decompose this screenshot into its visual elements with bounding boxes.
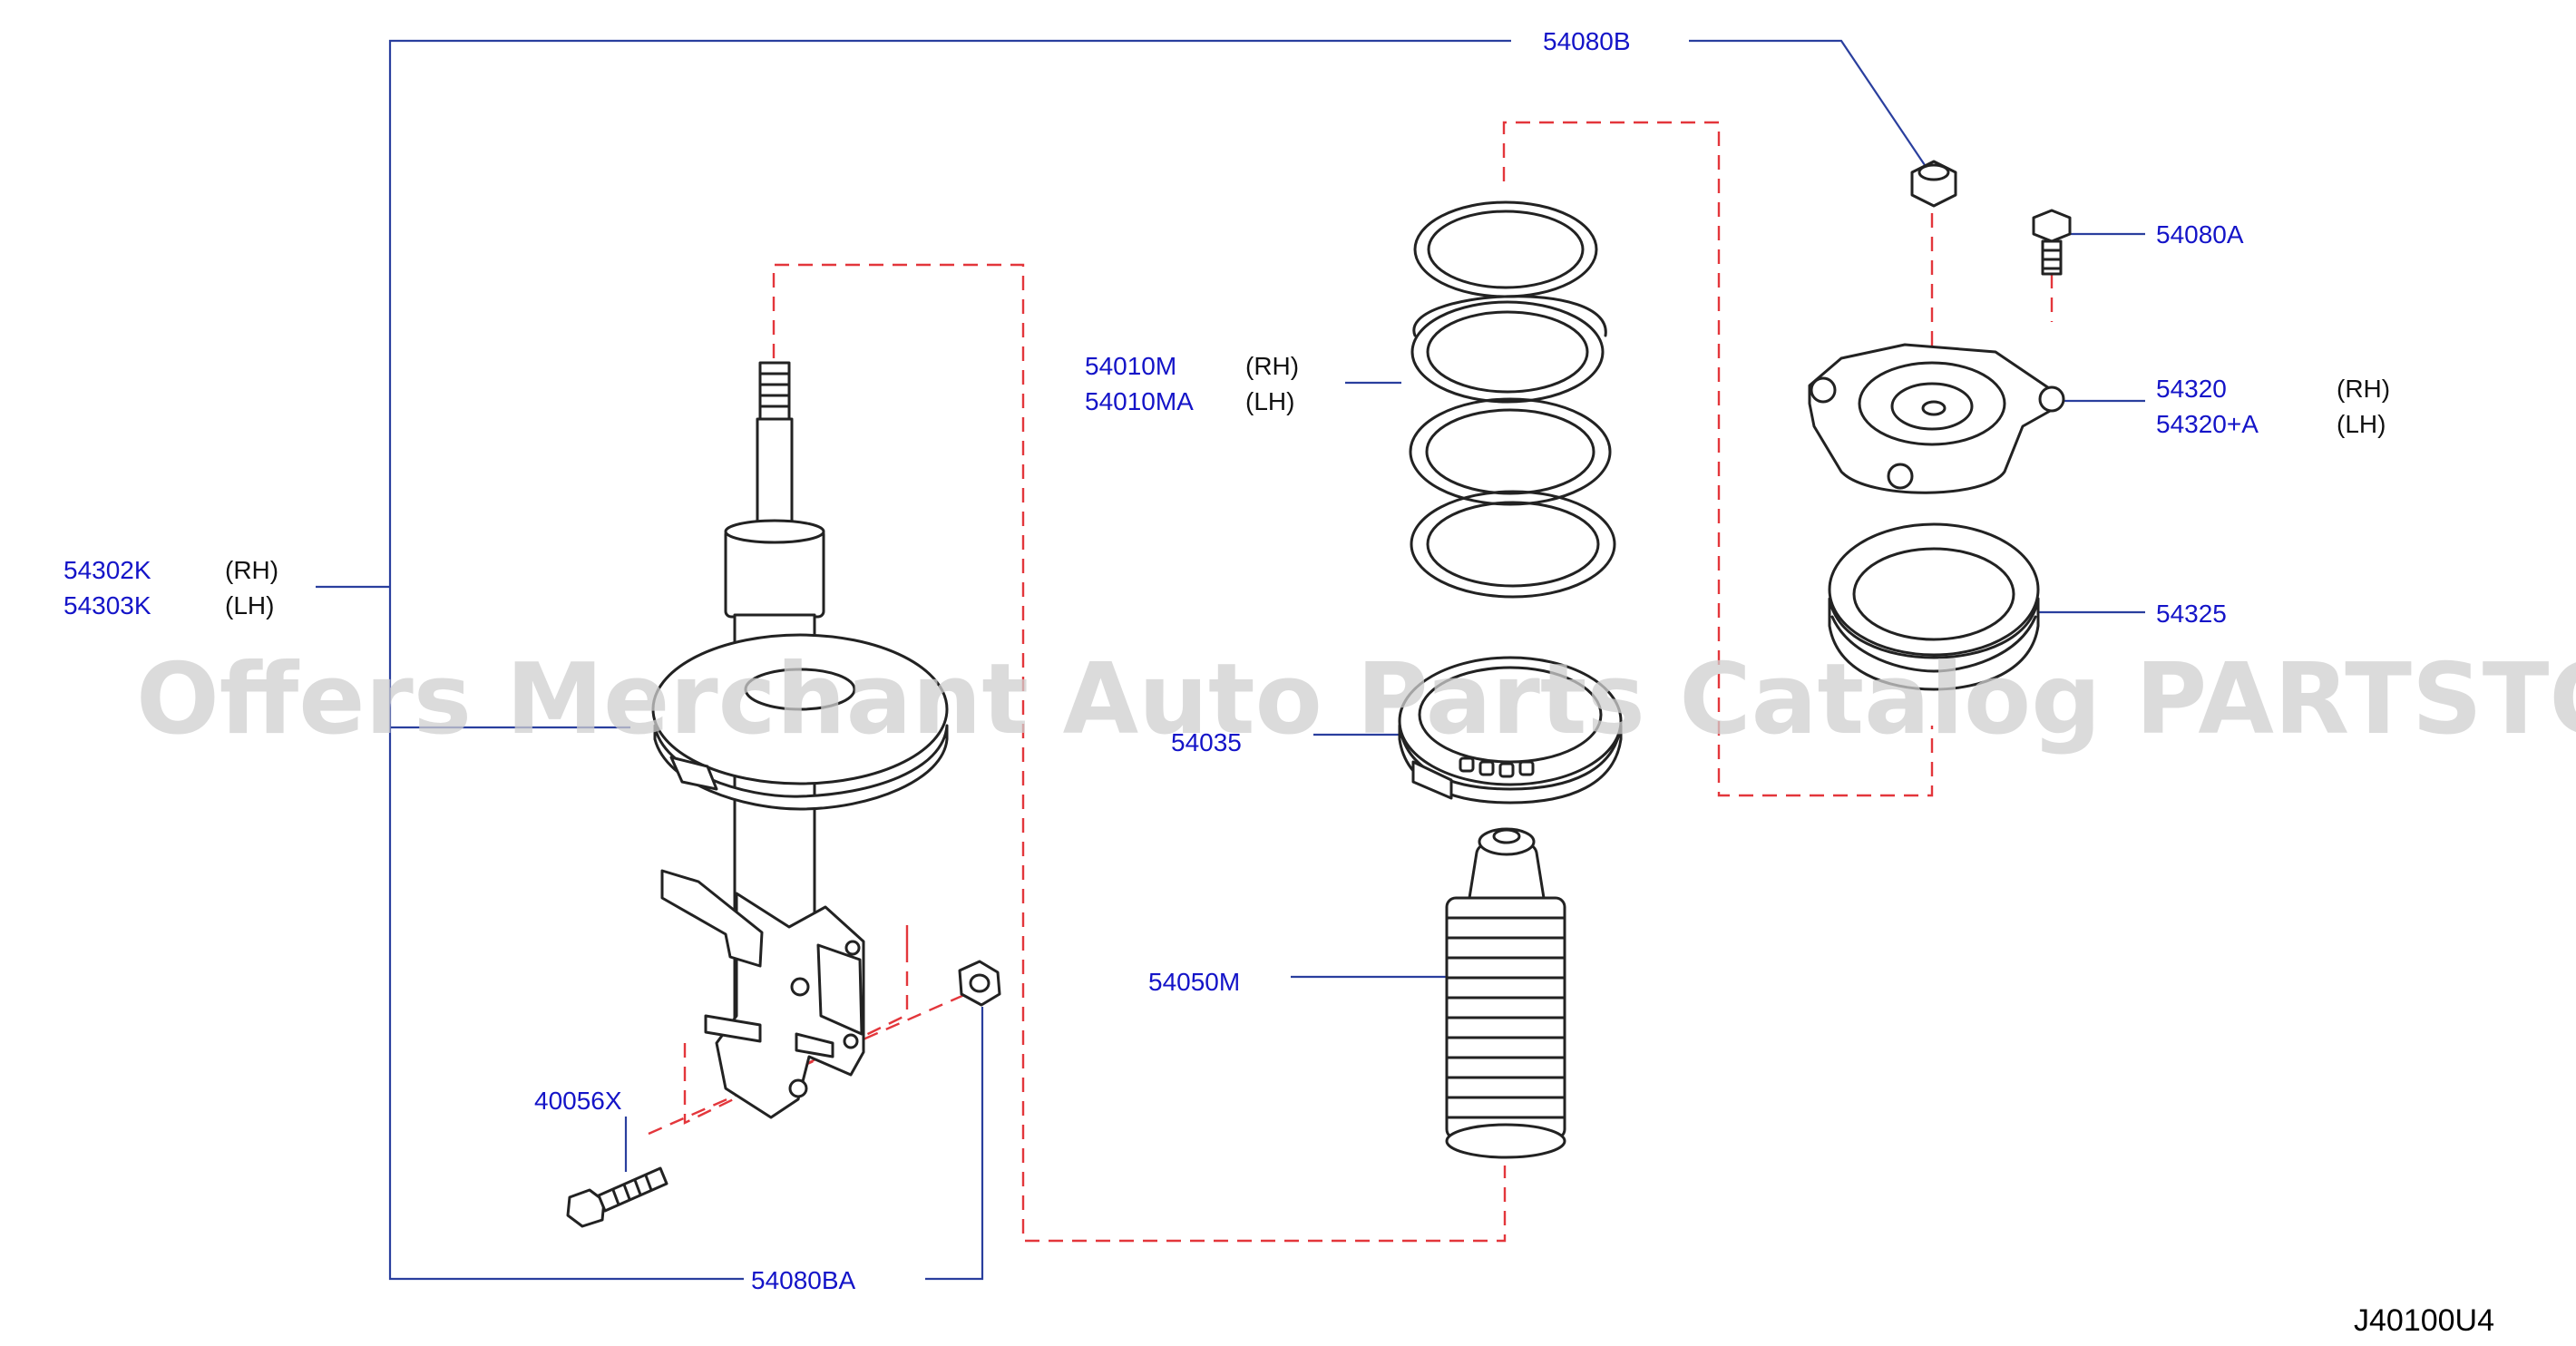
label-54050m[interactable]: 54050M <box>1148 968 1240 996</box>
leader-lines <box>316 39 2145 1281</box>
callout-labels: 54080B 54080A 54010M (RH) 54010MA (LH) 5… <box>63 27 2390 1294</box>
top-nut <box>1910 160 1957 208</box>
spring-seat <box>1398 656 1623 805</box>
bound-bumper <box>1445 827 1566 1159</box>
label-54080b[interactable]: 54080B <box>1543 27 1631 55</box>
mount-bolt <box>2032 209 2072 276</box>
label-54320a-side: (LH) <box>2337 410 2386 438</box>
label-54302k-side: (RH) <box>225 556 278 584</box>
strut-bearing <box>1828 522 2040 691</box>
label-54320[interactable]: 54320 <box>2156 375 2227 403</box>
label-54010m-side: (RH) <box>1245 352 1299 380</box>
strut-mount <box>1808 343 2065 494</box>
label-54080a[interactable]: 54080A <box>2156 220 2244 249</box>
label-54302k[interactable]: 54302K <box>63 556 151 584</box>
strut-assembly <box>651 361 949 1119</box>
label-54080ba[interactable]: 54080BA <box>751 1266 856 1294</box>
diagram-code: J40100U4 <box>2354 1303 2494 1338</box>
label-54010ma-side: (LH) <box>1245 387 1294 415</box>
label-54010m[interactable]: 54010M <box>1085 352 1176 380</box>
knuckle-nut <box>958 960 1001 1007</box>
label-40056x[interactable]: 40056X <box>534 1087 622 1115</box>
label-54010ma[interactable]: 54010MA <box>1085 387 1194 415</box>
coil-spring <box>1409 200 1616 599</box>
label-54325[interactable]: 54325 <box>2156 600 2227 628</box>
knuckle-bolt <box>566 1166 668 1228</box>
label-54035[interactable]: 54035 <box>1171 728 1242 756</box>
label-54303k-side: (LH) <box>225 591 274 619</box>
label-54320a[interactable]: 54320+A <box>2156 410 2259 438</box>
watermark: Offers Merchant Auto Parts Catalog PARTS… <box>136 643 2576 756</box>
label-54303k[interactable]: 54303K <box>63 591 151 619</box>
label-54320-side: (RH) <box>2337 375 2390 403</box>
